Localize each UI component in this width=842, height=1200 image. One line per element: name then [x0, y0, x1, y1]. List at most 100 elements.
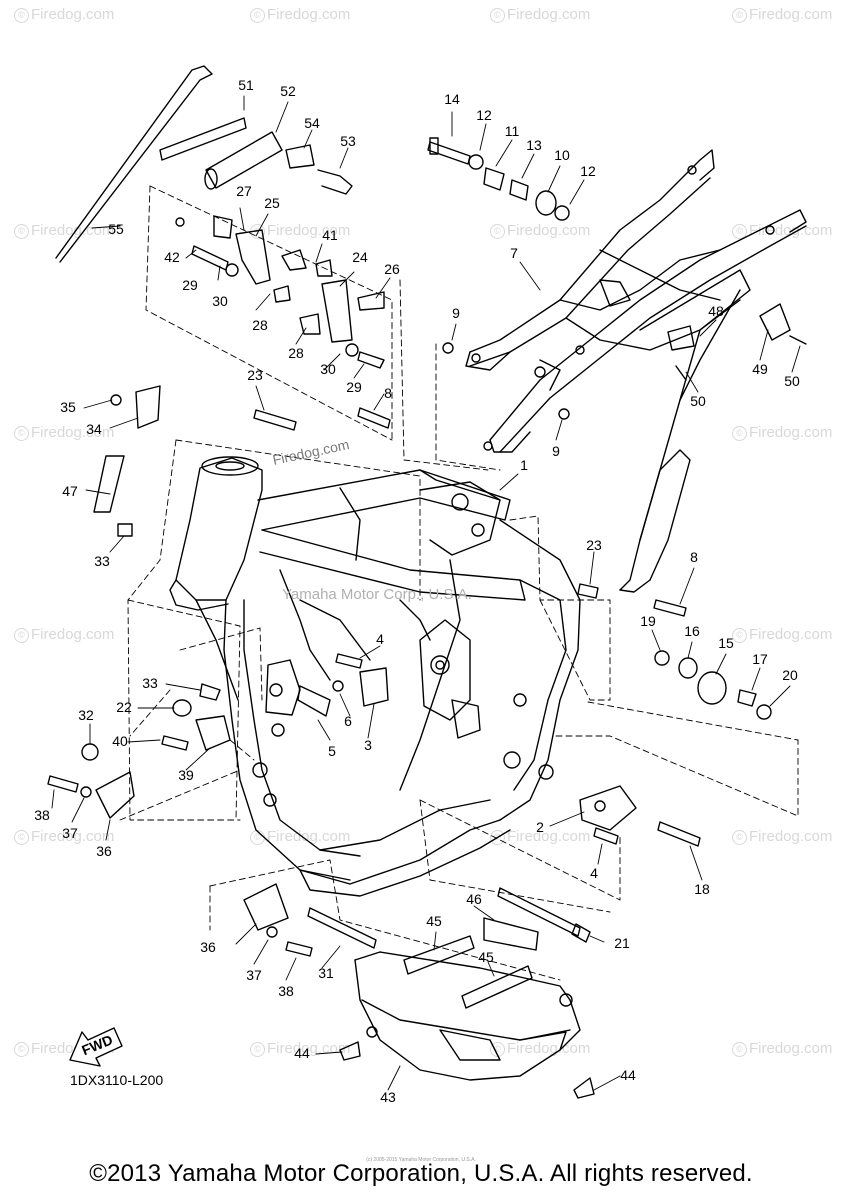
callout-28: 28 — [288, 345, 304, 361]
copyright-icon: © — [250, 1042, 265, 1057]
copyright-icon: © — [732, 224, 747, 239]
watermark-text: Firedog.com — [507, 222, 591, 239]
callout-20: 20 — [782, 667, 798, 683]
callout-37: 37 — [246, 967, 262, 983]
callout-27: 27 — [236, 183, 252, 199]
rear-subframe-part — [465, 149, 807, 593]
firedog-watermark: ©Firedog.com — [490, 1040, 590, 1057]
callout-3: 3 — [364, 737, 372, 753]
firedog-watermark: ©Firedog.com — [14, 6, 114, 23]
callout-33: 33 — [94, 553, 110, 569]
callout-30: 30 — [320, 361, 336, 377]
callout-50: 50 — [690, 393, 706, 409]
callout-52: 52 — [280, 83, 296, 99]
callout-2: 2 — [536, 819, 544, 835]
copyright-icon: © — [14, 224, 29, 239]
diagram-code: 1DX3110-L200 — [70, 1072, 164, 1088]
copyright-icon: © — [732, 426, 747, 441]
firedog-watermark: ©Firedog.com — [14, 222, 114, 239]
callout-42: 42 — [164, 249, 180, 265]
firedog-watermark: ©Firedog.com — [14, 626, 114, 643]
main-frame-part — [169, 456, 581, 897]
firedog-watermark: ©Firedog.com — [732, 1040, 832, 1057]
callout-10: 10 — [554, 147, 570, 163]
callout-8: 8 — [384, 385, 392, 401]
copyright-icon: © — [732, 1042, 747, 1057]
callout-47: 47 — [62, 483, 78, 499]
callout-53: 53 — [340, 133, 356, 149]
copyright-icon: © — [14, 830, 29, 845]
callout-39: 39 — [178, 767, 194, 783]
callout-43: 43 — [380, 1089, 396, 1105]
callout-7: 7 — [510, 245, 518, 261]
copyright-notice: ©2013 Yamaha Motor Corporation, U.S.A. A… — [89, 1160, 753, 1187]
watermark-text: Firedog.com — [507, 1040, 591, 1057]
callout-55: 55 — [108, 221, 124, 237]
watermark-text: Firedog.com — [267, 828, 351, 845]
callout-30: 30 — [212, 293, 228, 309]
callout-6: 6 — [344, 713, 352, 729]
firedog-watermark: ©Firedog.com — [732, 424, 832, 441]
callout-8: 8 — [690, 549, 698, 565]
callout-12: 12 — [476, 107, 492, 123]
callout-4: 4 — [376, 631, 384, 647]
watermark-text: Firedog.com — [749, 6, 833, 23]
watermark-text: Firedog.com — [749, 424, 833, 441]
callout-32: 32 — [78, 707, 94, 723]
callout-50: 50 — [784, 373, 800, 389]
callout-31: 31 — [318, 965, 334, 981]
watermark-text: Firedog.com — [31, 424, 115, 441]
callout-4: 4 — [590, 865, 598, 881]
watermark-text: Firedog.com — [267, 6, 351, 23]
copyright-icon: © — [490, 8, 505, 23]
callout-54: 54 — [304, 115, 320, 131]
callout-18: 18 — [694, 881, 710, 897]
callout-16: 16 — [684, 623, 700, 639]
callout-17: 17 — [752, 651, 768, 667]
callout-34: 34 — [86, 421, 102, 437]
firedog-watermark: ©Firedog.com — [14, 424, 114, 441]
watermark-text: Firedog.com — [749, 626, 833, 643]
firedog-watermark: ©Firedog.com — [732, 828, 832, 845]
callout-44: 44 — [620, 1067, 636, 1083]
watermark-text: Firedog.com — [749, 828, 833, 845]
callout-5: 5 — [328, 743, 336, 759]
copyright-icon: © — [14, 628, 29, 643]
small-parts — [47, 65, 807, 1099]
inline-watermark-corp: Yamaha Motor Corp., U.S.A. — [282, 586, 472, 603]
callout-23: 23 — [586, 537, 602, 553]
copyright-icon: © — [732, 628, 747, 643]
watermark-text: Firedog.com — [507, 6, 591, 23]
callout-45: 45 — [426, 913, 442, 929]
callout-36: 36 — [200, 939, 216, 955]
firedog-watermark: ©Firedog.com — [14, 828, 114, 845]
firedog-watermark: ©Firedog.com — [732, 626, 832, 643]
callout-41: 41 — [322, 227, 338, 243]
firedog-watermark: ©Firedog.com — [732, 6, 832, 23]
copyright-icon: © — [14, 1042, 29, 1057]
callout-23: 23 — [247, 367, 263, 383]
copyright-icon: © — [490, 224, 505, 239]
callout-28: 28 — [252, 317, 268, 333]
watermark-text: Firedog.com — [507, 828, 591, 845]
copyright-icon: © — [732, 8, 747, 23]
callout-26: 26 — [384, 261, 400, 277]
callout-35: 35 — [60, 399, 76, 415]
callout-51: 51 — [238, 77, 254, 93]
callout-48: 48 — [708, 303, 724, 319]
callout-38: 38 — [278, 983, 294, 999]
callout-14: 14 — [444, 91, 460, 107]
callout-25: 25 — [264, 195, 280, 211]
callout-33: 33 — [142, 675, 158, 691]
callout-46: 46 — [466, 891, 482, 907]
fwd-arrow-icon — [69, 1027, 123, 1067]
watermark-text: Firedog.com — [31, 222, 115, 239]
callout-49: 49 — [752, 361, 768, 377]
watermark-text: Firedog.com — [267, 222, 351, 239]
callout-15: 15 — [718, 635, 734, 651]
callout-11: 11 — [505, 123, 520, 139]
callout-13: 13 — [526, 137, 542, 153]
callout-1: 1 — [520, 457, 528, 473]
leader-lines — [51, 95, 801, 1091]
